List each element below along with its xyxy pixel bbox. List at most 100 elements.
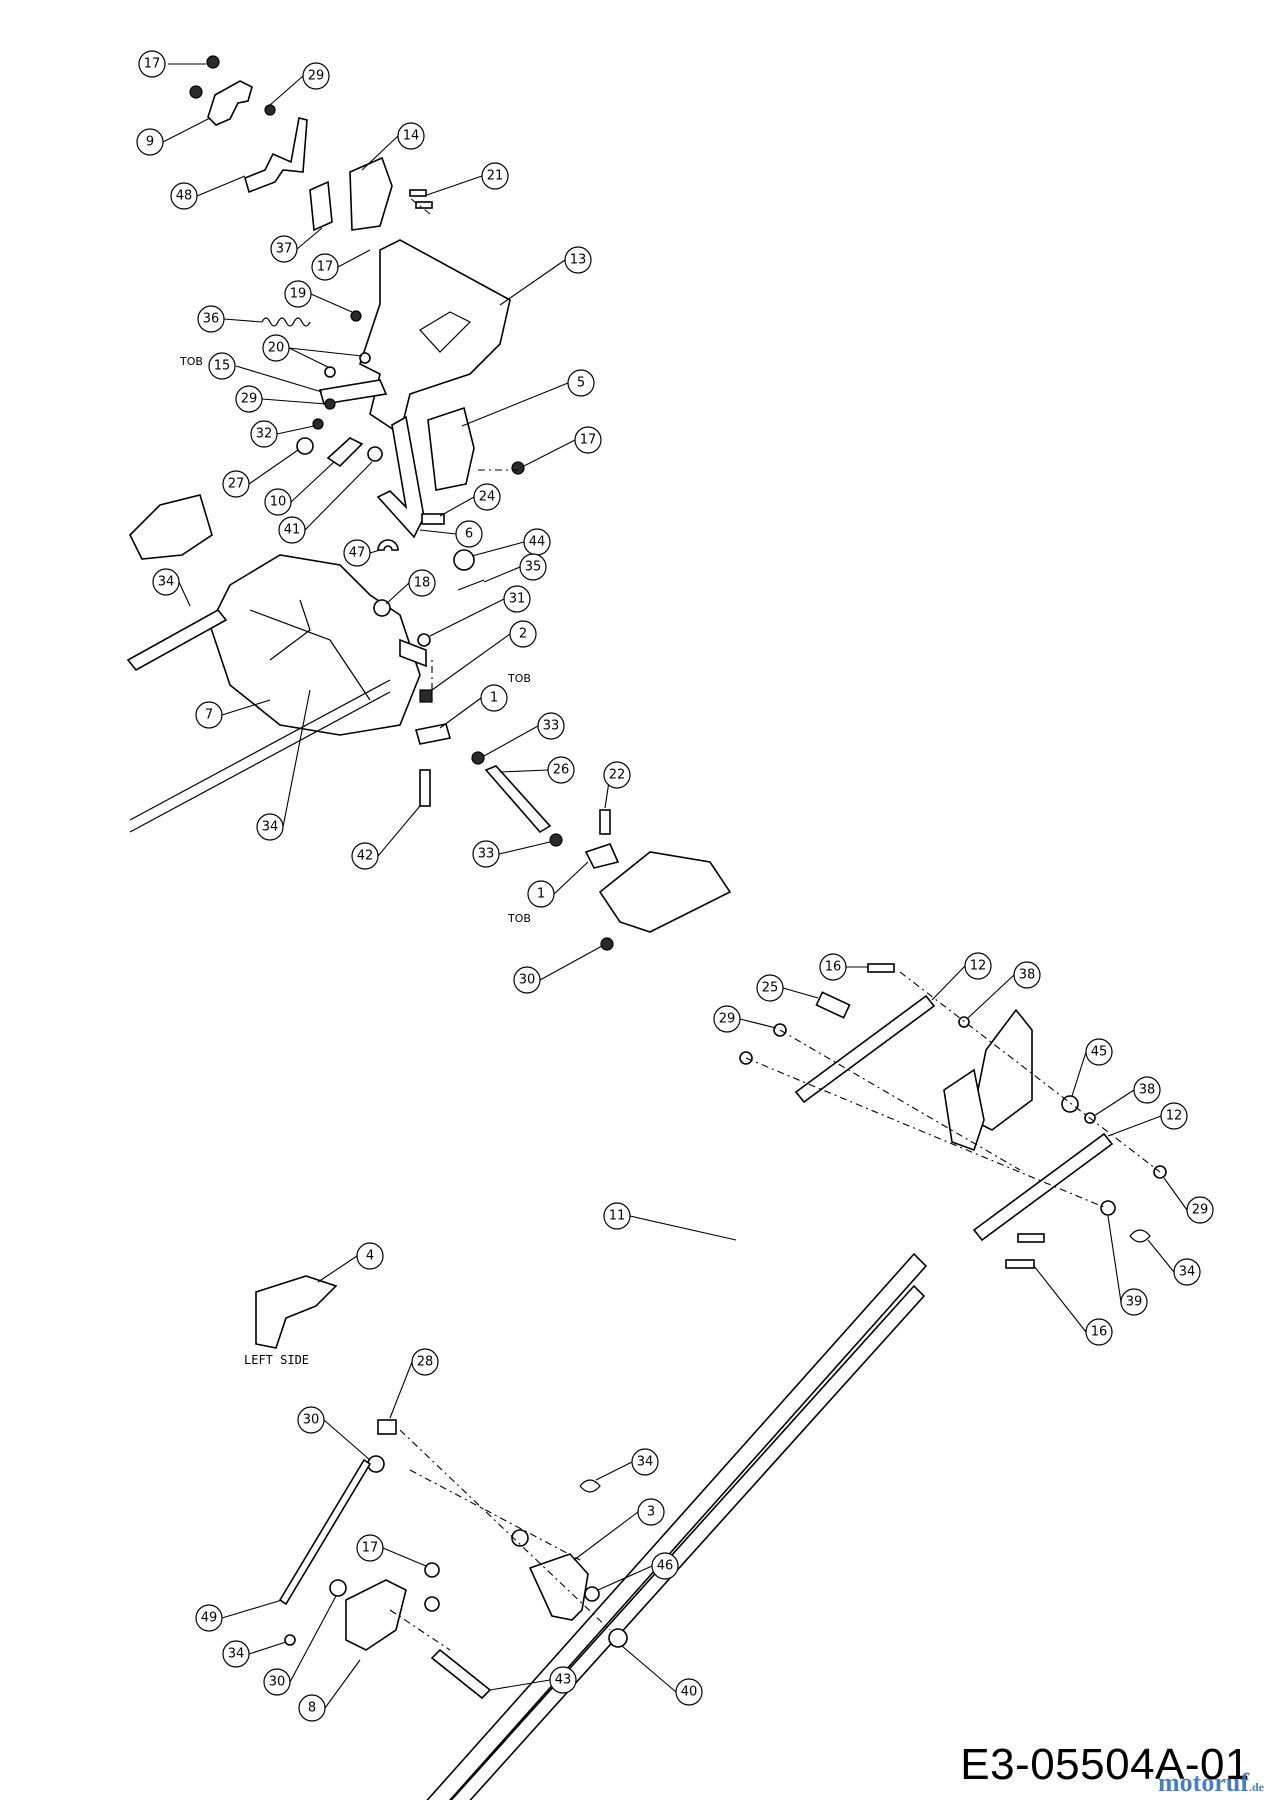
part-6-arm xyxy=(376,415,425,539)
callout-34: 34 xyxy=(1147,1239,1201,1286)
callout-5: 5 xyxy=(461,369,595,427)
callout-16: 16 xyxy=(1033,1265,1113,1346)
part-35-pin xyxy=(457,579,485,591)
svg-text:24: 24 xyxy=(479,490,496,505)
watermark-suffix: .de xyxy=(1249,1780,1264,1794)
part-1-rod-end xyxy=(414,723,452,745)
part-40-bolt xyxy=(608,1628,628,1648)
svg-text:34: 34 xyxy=(228,1647,245,1662)
svg-text:10: 10 xyxy=(270,495,287,510)
part-lever-plate xyxy=(943,1068,985,1152)
callout-34: 34 xyxy=(256,689,311,841)
svg-text:17: 17 xyxy=(362,1541,379,1556)
part-11-shaft xyxy=(426,1252,928,1800)
part-10-link xyxy=(326,437,364,468)
svg-text:1: 1 xyxy=(537,887,545,902)
svg-text:49: 49 xyxy=(201,1611,218,1626)
svg-text:21: 21 xyxy=(487,169,504,184)
callout-12: 12 xyxy=(1107,1102,1188,1137)
callout-27: 27 xyxy=(222,449,299,498)
callout-3: 3 xyxy=(573,1498,665,1561)
part-24-pin xyxy=(421,513,445,525)
callout-14: 14 xyxy=(361,122,425,171)
part-1-rod-end xyxy=(584,843,620,869)
svg-text:16: 16 xyxy=(1091,1325,1108,1340)
part-15-plate xyxy=(318,379,388,405)
svg-text:7: 7 xyxy=(205,708,213,723)
svg-text:17: 17 xyxy=(144,57,161,72)
callout-1: 1 xyxy=(439,684,508,729)
part-42-bolt xyxy=(419,769,431,807)
callout-17: 17 xyxy=(356,1534,427,1567)
svg-text:26: 26 xyxy=(553,763,570,778)
tob-label: TOB xyxy=(507,672,531,685)
svg-text:39: 39 xyxy=(1126,1295,1143,1310)
part-2-shaft xyxy=(399,638,427,668)
part-8-bracket xyxy=(345,1579,407,1651)
callout-18: 18 xyxy=(385,569,436,605)
part-16-bolt xyxy=(1005,1259,1035,1269)
callout-46: 46 xyxy=(597,1552,679,1591)
callout-26: 26 xyxy=(499,756,575,784)
tob-label: TOB xyxy=(179,355,203,368)
part-12-link xyxy=(972,1132,1114,1242)
callout-29: 29 xyxy=(713,1005,777,1033)
callout-1: 1 xyxy=(527,861,589,908)
part-26-rod xyxy=(484,765,552,834)
part-34-clip xyxy=(1129,1229,1151,1243)
callout-30: 30 xyxy=(297,1406,371,1461)
callout-30: 30 xyxy=(263,1595,337,1696)
part-17-bolt xyxy=(206,55,220,69)
callout-34: 34 xyxy=(152,568,191,607)
svg-text:30: 30 xyxy=(519,973,536,988)
svg-text:11: 11 xyxy=(609,1209,626,1224)
part-22-bolt xyxy=(599,809,611,835)
svg-text:40: 40 xyxy=(681,1685,698,1700)
part-segment-gear xyxy=(598,851,732,933)
callout-12: 12 xyxy=(931,952,992,1001)
callout-28: 28 xyxy=(389,1348,439,1419)
callout-17: 17 xyxy=(523,426,602,467)
part-46-bolt xyxy=(584,1586,600,1602)
svg-text:1: 1 xyxy=(490,691,498,706)
svg-text:34: 34 xyxy=(262,820,279,835)
svg-text:20: 20 xyxy=(268,341,285,356)
part-34-rod-end xyxy=(126,608,228,672)
callout-2: 2 xyxy=(431,620,537,691)
callout-8: 8 xyxy=(298,1659,361,1722)
svg-text:15: 15 xyxy=(214,359,231,374)
part-14-plate xyxy=(349,156,393,231)
callout-42: 42 xyxy=(351,805,421,870)
svg-text:47: 47 xyxy=(349,546,366,561)
svg-text:37: 37 xyxy=(276,242,293,257)
callout-17: 17 xyxy=(311,249,371,281)
callout-11: 11 xyxy=(603,1202,737,1241)
part-48-lever xyxy=(244,117,308,194)
part-17-bolt xyxy=(511,461,525,475)
part-43-bolt xyxy=(430,1648,492,1700)
svg-text:12: 12 xyxy=(1166,1109,1183,1124)
part-29-nut xyxy=(264,104,276,116)
svg-text:27: 27 xyxy=(228,477,245,492)
callout-49: 49 xyxy=(195,1599,283,1632)
callout-22: 22 xyxy=(603,761,631,809)
part-12-link xyxy=(794,994,936,1104)
callout-45: 45 xyxy=(1071,1038,1113,1097)
svg-text:42: 42 xyxy=(357,849,374,864)
part-20-pin xyxy=(324,366,336,378)
callout-38: 38 xyxy=(967,961,1041,1019)
callout-41: 41 xyxy=(278,461,373,544)
part-29-nut xyxy=(324,398,336,410)
callout-30: 30 xyxy=(513,945,603,994)
callout-32: 32 xyxy=(250,420,315,448)
part-2-spacer xyxy=(419,689,433,703)
part-bushing xyxy=(511,1529,529,1547)
callout-21: 21 xyxy=(423,162,509,197)
callout-10: 10 xyxy=(264,461,335,516)
callout-40: 40 xyxy=(621,1645,703,1706)
callout-47: 47 xyxy=(343,539,381,567)
part-34-clip xyxy=(284,1634,296,1646)
svg-text:29: 29 xyxy=(241,392,258,407)
svg-text:29: 29 xyxy=(719,1012,736,1027)
part-rod xyxy=(129,691,391,833)
